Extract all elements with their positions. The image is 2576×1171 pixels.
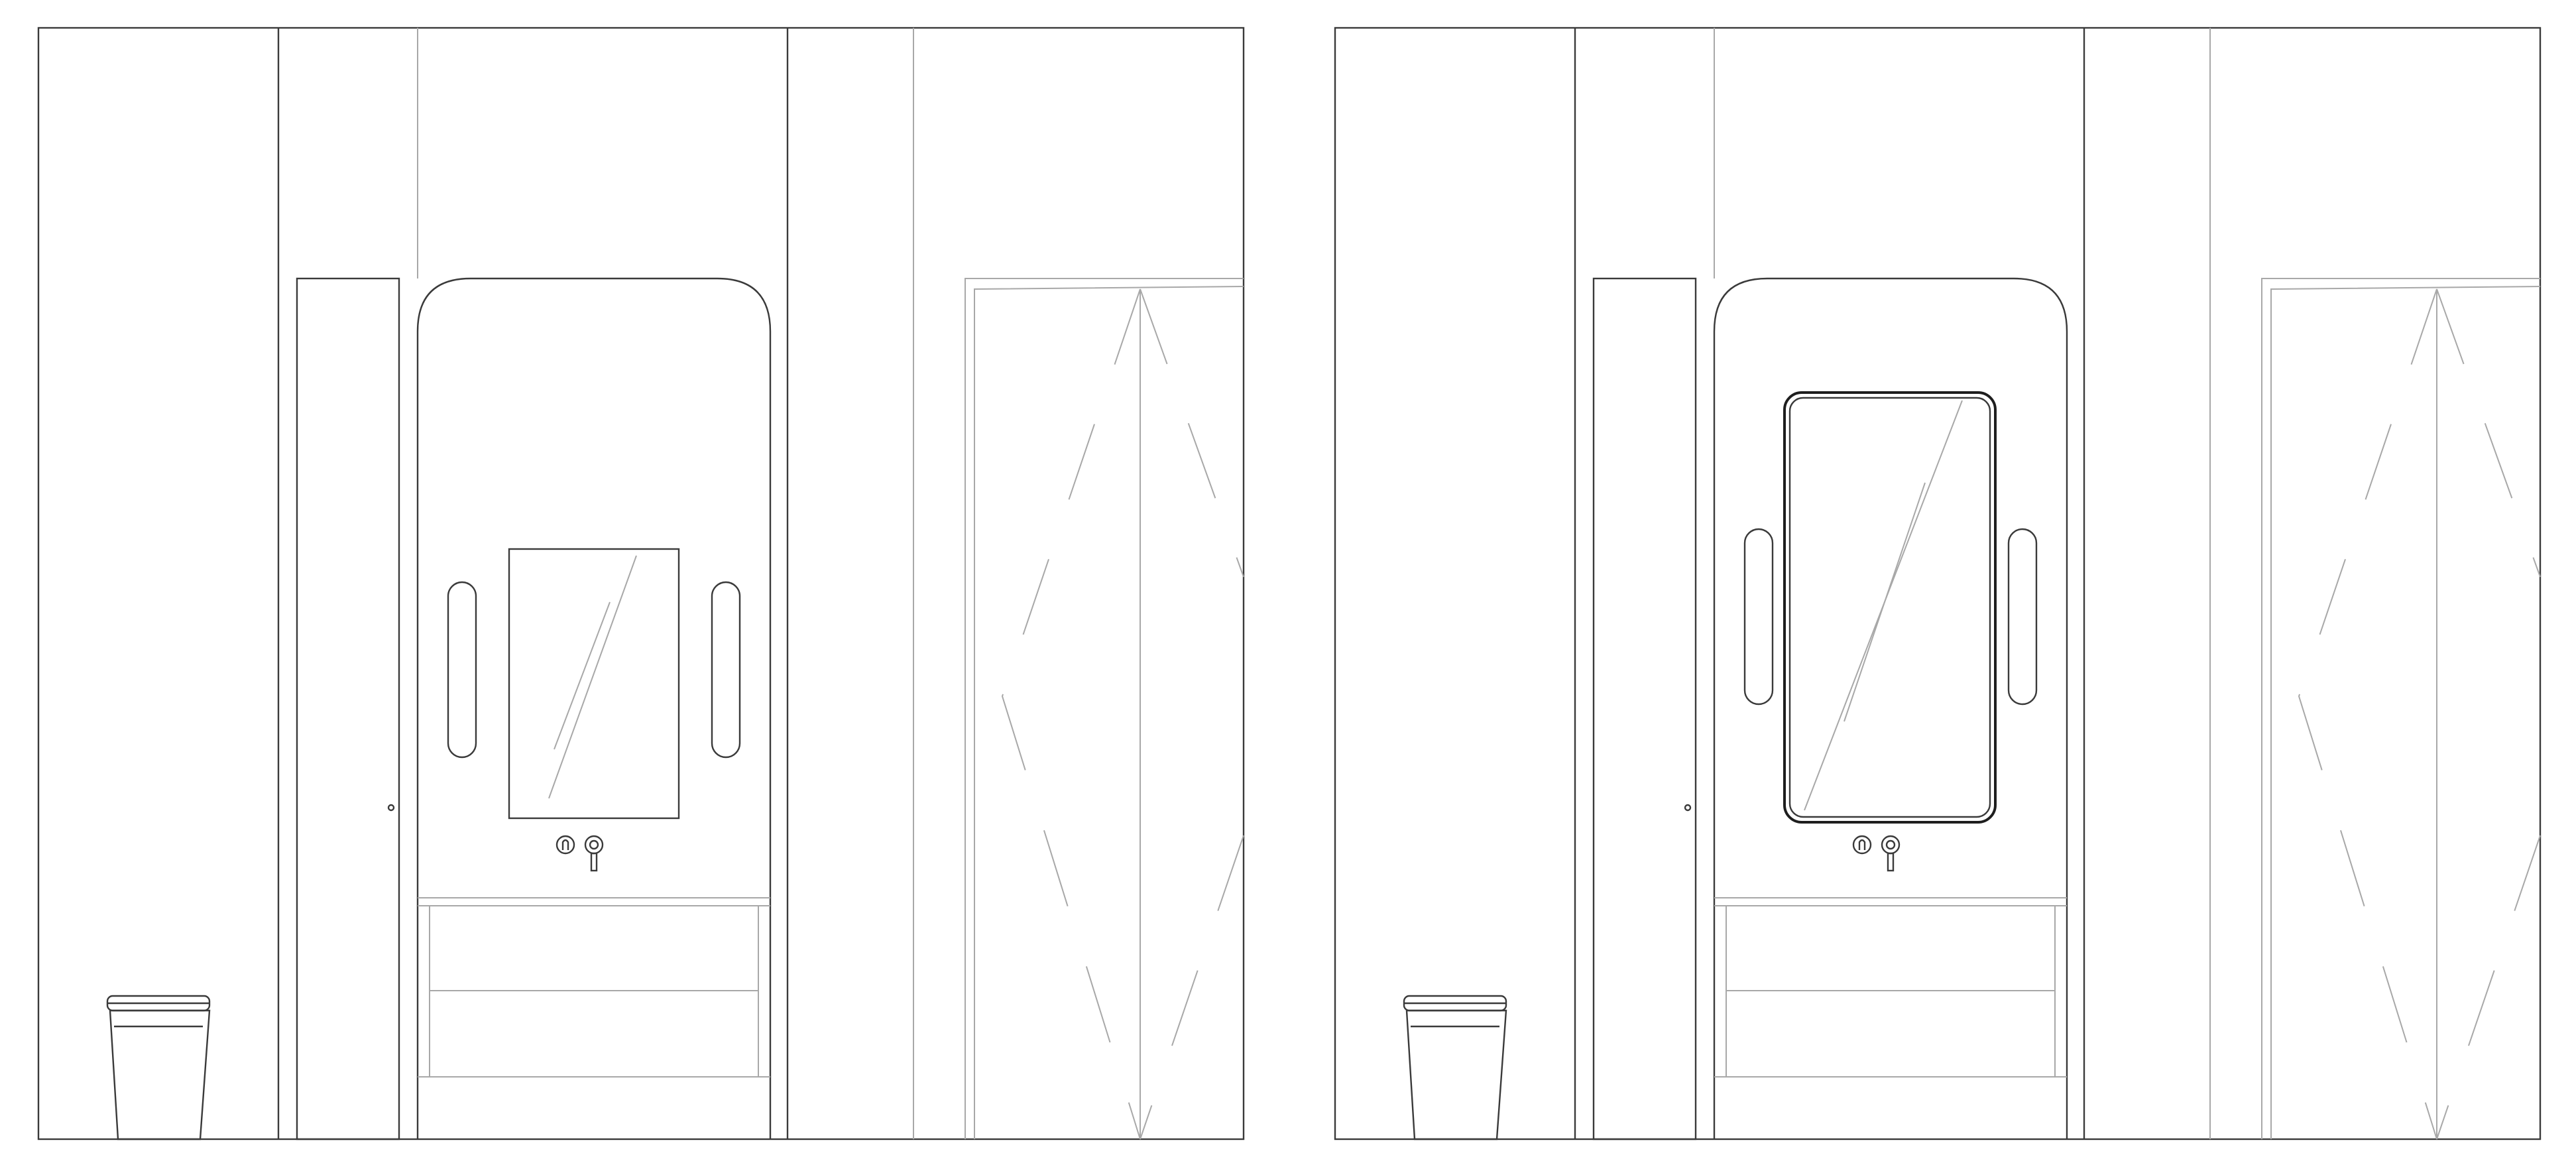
double-door (965, 278, 1244, 1140)
wall-faucet (556, 835, 604, 872)
door-knob (387, 804, 395, 812)
elevation-panel-right (1334, 27, 2542, 1140)
elevation-panel-left (37, 27, 1245, 1140)
vanity-cabinet (1714, 897, 2067, 1078)
faucet-valve-icon (556, 835, 575, 855)
wall-sconce-right (2007, 528, 2038, 706)
door-swing-line (1001, 288, 1141, 1140)
door-swing-line (2298, 288, 2437, 1140)
tall-door (1592, 277, 1697, 1140)
door-knob (1684, 804, 1692, 812)
double-door (2261, 278, 2541, 1140)
toilet (106, 995, 211, 1140)
tall-door (296, 277, 400, 1140)
door-swing-line (2436, 288, 2541, 578)
door-swing-line (1140, 835, 1244, 1140)
wall-sconce-right (711, 581, 741, 759)
vanity-cabinet (418, 897, 770, 1078)
wall-sconce-left (447, 581, 477, 759)
elevation-frame (37, 27, 1245, 1140)
faucet-valve-icon (1852, 835, 1872, 855)
arched-alcove (416, 277, 772, 1139)
arched-alcove (1713, 277, 2068, 1139)
mirror-rectangular (508, 548, 680, 820)
faucet-spout-icon (1881, 835, 1901, 855)
elevation-frame (1334, 27, 2542, 1140)
door-swing-line (1140, 288, 1244, 578)
faucet-spout-icon (584, 835, 604, 855)
mirror-rounded (1783, 391, 1997, 824)
toilet (1403, 995, 1507, 1140)
wall-faucet (1852, 835, 1901, 872)
wall-sconce-left (1743, 528, 1774, 706)
door-swing-line (2436, 835, 2541, 1140)
